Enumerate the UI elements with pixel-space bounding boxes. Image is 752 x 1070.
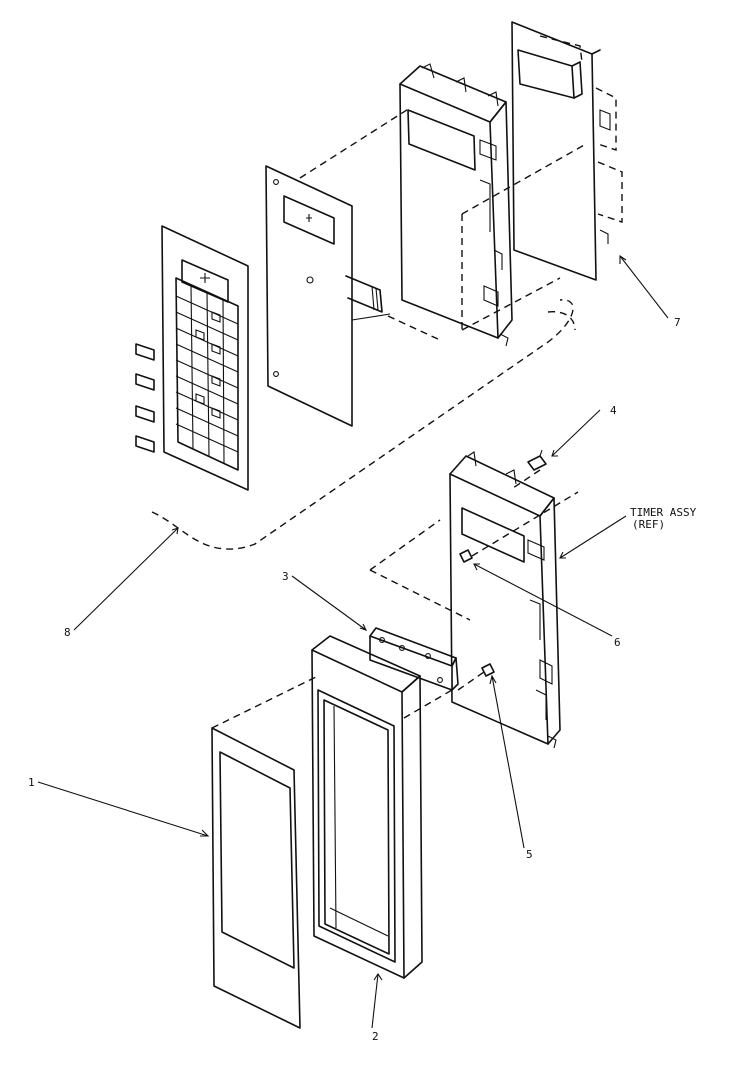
timer-assy-ref-label: (REF)	[632, 518, 665, 531]
part-3-bracket	[369, 627, 459, 691]
part-6-screw	[459, 549, 473, 563]
leader-lines	[37, 254, 669, 1029]
membrane-switch	[265, 165, 391, 427]
timer-assy-label: TIMER ASSY	[630, 506, 697, 519]
top-timer-housing	[399, 63, 513, 347]
callout-4: 4	[610, 404, 617, 417]
callout-3: 3	[282, 570, 289, 583]
part-5-screw	[481, 663, 495, 677]
callout-7: 7	[674, 316, 681, 329]
callout-6: 6	[614, 636, 621, 649]
part-2-front-frame	[311, 635, 423, 979]
callout-2: 2	[372, 1030, 379, 1043]
part-7-circuit-board	[511, 21, 623, 281]
callout-1: 1	[28, 776, 35, 789]
callout-5: 5	[526, 848, 533, 861]
part-1-front-panel	[211, 727, 301, 1029]
part-4-clip	[527, 449, 547, 471]
timer-assembly	[449, 451, 561, 749]
part-8-group-outline	[151, 299, 574, 550]
callout-8: 8	[64, 626, 71, 639]
keypad-overlay	[135, 225, 249, 491]
